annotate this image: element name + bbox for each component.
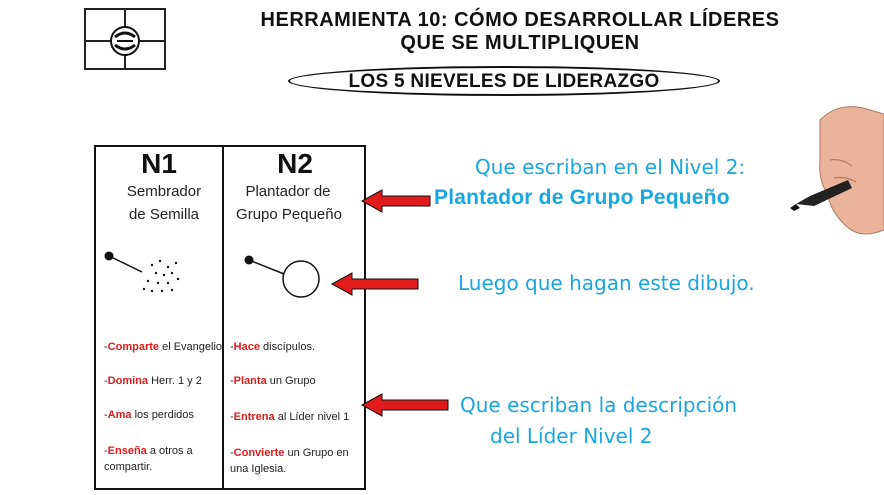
level2-name-line2: Grupo Pequeño [236, 206, 342, 223]
level1-code: N1 [141, 148, 177, 179]
globe-arrows-icon [110, 26, 140, 56]
page-title-line1: HERRAMIENTA 10: CÓMO DESARROLLAR LÍDERES [260, 9, 780, 31]
level2-item-1: -Hace discípulos. [230, 341, 315, 353]
level2-code: N2 [277, 148, 313, 179]
level2-item-2: -Planta un Grupo [230, 375, 316, 387]
level2-name-line1: Plantador de [245, 183, 331, 200]
hand-with-marker-image [790, 106, 884, 235]
arrow-left-icon [330, 272, 419, 296]
logo [84, 8, 166, 70]
level1-item-1: -Comparte el Evangelio. [104, 341, 226, 353]
level1-item-2: -Domina Herr. 1 y 2 [104, 375, 202, 387]
arrow-left-icon [360, 393, 449, 417]
level1-name-line1: Sembrador [126, 183, 202, 200]
arrow-left-icon [360, 189, 431, 213]
note-level2-title: Plantador de Grupo Pequeño [434, 186, 730, 209]
table-divider [222, 145, 224, 490]
subtitle-oval [288, 66, 720, 96]
level2-item-3: -Entrena al Líder nivel 1 [230, 411, 350, 423]
note-level2-instruction: Que escriban en el Nivel 2: [475, 155, 746, 179]
note-description-line2: del Líder Nivel 2 [490, 424, 653, 448]
note-drawing-instruction: Luego que hagan este dibujo. [458, 271, 755, 295]
level1-item-3: -Ama los perdidos [104, 409, 194, 421]
level1-name-line2: de Semilla [128, 206, 200, 223]
subtitle: LOS 5 NIEVELES DE LIDERAZGO [348, 71, 660, 92]
group-circle-drawing [244, 255, 320, 298]
seed-scatter-drawing [104, 251, 180, 293]
page-title-line2: QUE SE MULTIPLIQUEN [400, 32, 640, 54]
note-description-line1: Que escriban la descripción [460, 393, 738, 417]
levels-table [94, 145, 366, 490]
